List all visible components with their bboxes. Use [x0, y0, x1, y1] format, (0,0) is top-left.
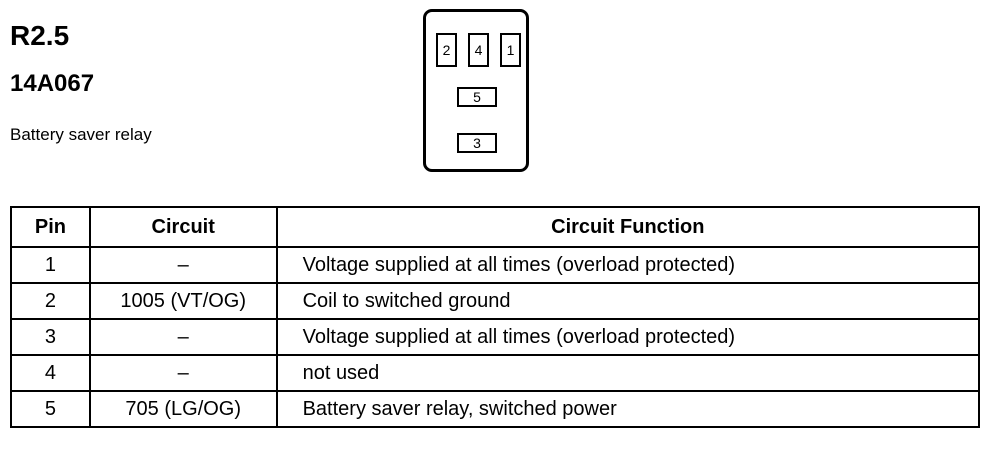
cell-circuit: – — [88, 318, 278, 356]
cell-function: not used — [275, 354, 981, 392]
pin-table: Pin Circuit Circuit Function 1 – Voltage… — [10, 206, 981, 428]
cell-function: Voltage supplied at all times (overload … — [275, 246, 981, 284]
cell-circuit: 705 (LG/OG) — [88, 390, 278, 428]
table-row: 1 – Voltage supplied at all times (overl… — [10, 246, 981, 284]
relay-title: R2.5 — [10, 20, 70, 51]
connector-diagram: 2 4 1 5 3 — [423, 9, 529, 172]
connector-pin-2: 2 — [436, 33, 457, 67]
table-row: 5 705 (LG/OG) Battery saver relay, switc… — [10, 390, 981, 428]
header-circuit-function: Circuit Function — [275, 206, 981, 248]
cell-circuit: – — [88, 246, 278, 284]
table-header-row: Pin Circuit Circuit Function — [10, 206, 981, 248]
cell-circuit: 1005 (VT/OG) — [88, 282, 278, 320]
connector-pin-1: 1 — [500, 33, 521, 67]
table-row: 4 – not used — [10, 354, 981, 392]
header-pin: Pin — [10, 206, 91, 248]
relay-description: Battery saver relay — [10, 125, 152, 144]
cell-circuit: – — [88, 354, 278, 392]
cell-function: Voltage supplied at all times (overload … — [275, 318, 981, 356]
cell-pin: 5 — [10, 390, 91, 428]
cell-pin: 2 — [10, 282, 91, 320]
header-circuit: Circuit — [88, 206, 278, 248]
table-row: 2 1005 (VT/OG) Coil to switched ground — [10, 282, 981, 320]
connector-pin-5: 5 — [457, 87, 497, 107]
connector-pin-4: 4 — [468, 33, 489, 67]
cell-function: Coil to switched ground — [275, 282, 981, 320]
table-row: 3 – Voltage supplied at all times (overl… — [10, 318, 981, 356]
part-number: 14A067 — [10, 70, 95, 97]
connector-pin-3: 3 — [457, 133, 497, 153]
cell-pin: 4 — [10, 354, 91, 392]
cell-pin: 3 — [10, 318, 91, 356]
cell-pin: 1 — [10, 246, 91, 284]
cell-function: Battery saver relay, switched power — [275, 390, 981, 428]
